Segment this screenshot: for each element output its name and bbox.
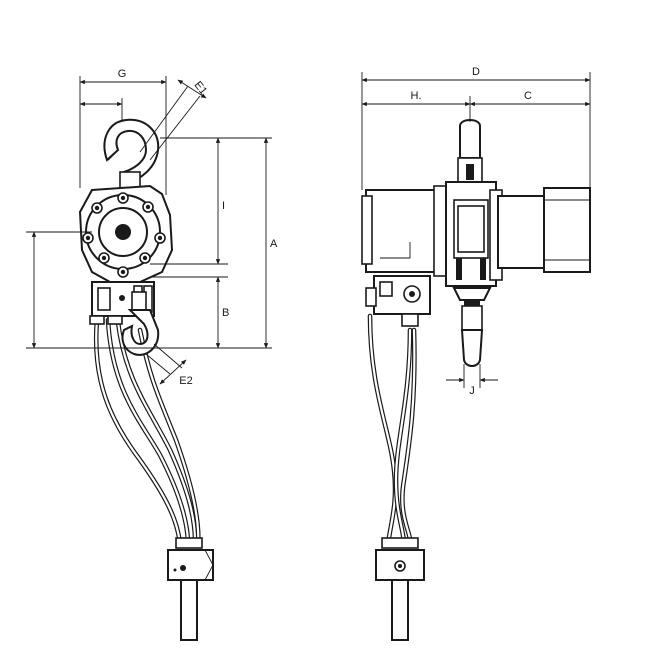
dim-label-j: J <box>469 385 475 397</box>
dim-label-h: H. <box>411 90 422 102</box>
dim-label-g: G <box>118 68 127 80</box>
dim-label-d: D <box>472 66 480 78</box>
side-dimensions <box>361 72 591 388</box>
side-center-frame <box>445 181 503 287</box>
dim-label-e1: E1 <box>191 79 209 97</box>
dim-label-a: A <box>270 238 278 250</box>
side-hose-fitting <box>381 537 419 549</box>
side-dimension-labels: D H. C J <box>411 66 533 397</box>
side-top-hook <box>457 119 483 185</box>
front-dimension-labels: G E1 I A B E2 <box>118 68 278 387</box>
front-bottom-hook <box>121 291 160 356</box>
front-control-pendant <box>167 549 214 641</box>
dim-label-e2: E2 <box>179 375 192 387</box>
side-view: D H. C J <box>361 66 591 641</box>
front-view: G E1 I A B E2 <box>26 68 278 641</box>
side-hoses <box>367 313 417 548</box>
front-hose-fitting <box>175 537 203 549</box>
side-control-pendant <box>375 549 425 641</box>
front-dimensions <box>26 76 272 385</box>
side-bottom-hook <box>452 287 492 367</box>
front-top-hook <box>103 118 160 189</box>
side-gearbox <box>497 187 591 273</box>
front-housing <box>78 184 174 283</box>
side-motor <box>361 185 449 277</box>
dim-label-b: B <box>222 307 229 319</box>
dim-label-c: C <box>524 90 532 102</box>
dim-label-i: I <box>222 200 225 212</box>
front-hoses <box>93 317 201 548</box>
side-valve-block <box>365 275 431 327</box>
